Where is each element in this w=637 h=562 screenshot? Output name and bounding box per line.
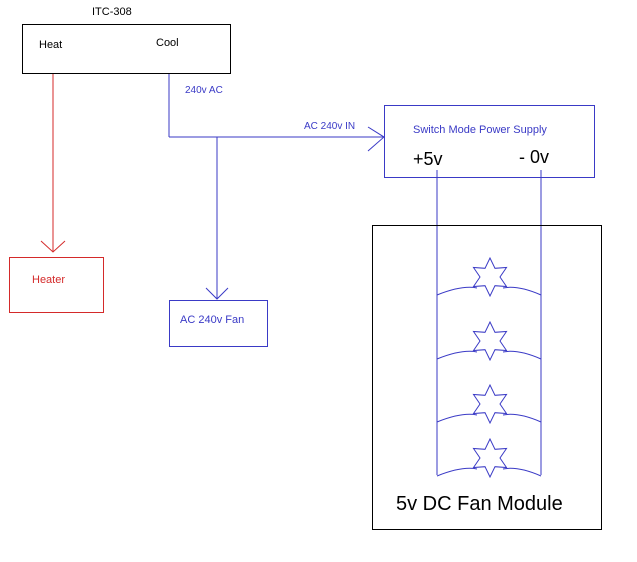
psu-input-label: AC 240v IN xyxy=(304,121,356,132)
fan-wire xyxy=(436,413,542,423)
controller-title: ITC-308 xyxy=(92,6,132,18)
ac-fan-label: AC 240v Fan xyxy=(180,314,245,326)
fan-branch-wire xyxy=(205,137,229,300)
controller-box: Heat Cool xyxy=(22,24,231,74)
fan-wire xyxy=(436,467,542,477)
heat-terminal-label: Heat xyxy=(39,39,63,51)
psu-minus-label: - 0v xyxy=(519,147,550,167)
heat-wire xyxy=(40,73,66,253)
fan-module-box: 5v DC Fan Module xyxy=(372,225,602,530)
fan-symbol xyxy=(472,320,508,362)
heater-label: Heater xyxy=(32,274,66,286)
psu-plus-label: +5v xyxy=(413,149,443,169)
fan-symbol xyxy=(472,256,508,298)
fan-symbol xyxy=(472,383,508,425)
cool-terminal-label: Cool xyxy=(156,37,179,49)
heater-box: Heater xyxy=(9,257,104,313)
cool-wire-label: 240v AC xyxy=(185,85,223,96)
fan-module-label: 5v DC Fan Module xyxy=(396,493,563,515)
fan-group xyxy=(436,256,542,479)
fan-wire xyxy=(436,350,542,360)
dc-rails xyxy=(436,170,542,475)
psu-label: Switch Mode Power Supply xyxy=(413,124,547,136)
fan-symbol xyxy=(472,437,508,479)
ac-fan-box: AC 240v Fan xyxy=(169,300,268,347)
psu-box: Switch Mode Power Supply +5v - 0v xyxy=(384,105,595,178)
fan-wire xyxy=(436,286,542,296)
